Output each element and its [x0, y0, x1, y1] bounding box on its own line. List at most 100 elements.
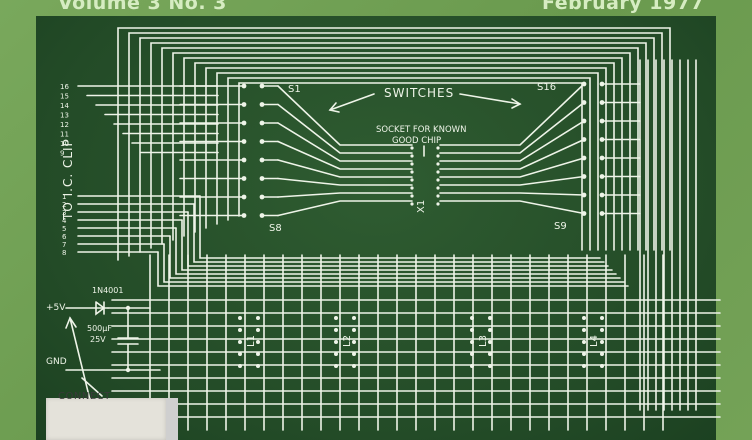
junction-dot: [488, 352, 492, 356]
junction-dot: [470, 352, 474, 356]
junction-dot: [410, 146, 414, 150]
junction-dot: [259, 83, 265, 89]
trace: [439, 120, 585, 162]
trace: [439, 157, 585, 178]
junction-dot: [581, 211, 587, 216]
pin-label-top: 10: [60, 140, 69, 148]
junction-dot: [410, 170, 414, 174]
junction-dot: [259, 176, 265, 181]
trace: [329, 93, 375, 111]
paper-label: [46, 398, 178, 440]
trace: [459, 93, 521, 105]
trace: [277, 177, 413, 186]
trace: [150, 42, 647, 251]
junction-dot: [581, 192, 587, 198]
junction-dot: [125, 305, 131, 311]
junction-dot: [241, 83, 247, 89]
trace: [95, 301, 106, 316]
junction-dot: [581, 174, 587, 179]
trace: [169, 235, 621, 279]
trace: [277, 85, 413, 146]
pin-label-top: 16: [60, 83, 69, 91]
trace: [277, 103, 413, 154]
trace: [181, 219, 613, 271]
junction-dot: [600, 316, 604, 320]
trace: [205, 67, 607, 251]
trace: [194, 62, 615, 251]
trace: [128, 32, 663, 257]
junction-dot: [352, 316, 356, 320]
junction-dot: [410, 162, 414, 166]
junction-dot: [241, 102, 247, 107]
trace: [157, 251, 629, 287]
junction-dot: [470, 316, 474, 320]
trace: [277, 140, 413, 170]
junction-dot: [241, 120, 247, 126]
trace: [511, 98, 522, 109]
junction-dot: [256, 352, 260, 356]
junction-dot: [259, 213, 265, 218]
pin-label-bottom: 7: [62, 241, 66, 249]
pin-label-bottom: 1: [62, 193, 66, 201]
junction-dot: [581, 100, 587, 105]
clip-label: TO I.C. CLIP: [61, 138, 75, 221]
junction-dot: [436, 170, 440, 174]
switch-s1-label: S1: [288, 84, 301, 95]
trace: [238, 82, 583, 251]
trace: [277, 200, 413, 217]
pin-label-bottom: 3: [62, 209, 66, 217]
trace: [163, 243, 625, 283]
junction-dot: [259, 102, 265, 107]
junction-dot: [241, 157, 247, 163]
junction-dot: [238, 352, 242, 356]
junction-dot: [352, 328, 356, 332]
led-l4-label: L4: [589, 335, 600, 347]
junction-dot: [599, 100, 605, 105]
junction-dot: [488, 364, 492, 368]
pin-label-top: 9: [60, 150, 64, 158]
junction-dot: [238, 340, 242, 344]
junction-dot: [352, 340, 356, 344]
switch-s16-label: S16: [537, 82, 556, 93]
trace: [139, 37, 655, 253]
trace: [439, 101, 585, 154]
junction-dot: [334, 364, 338, 368]
trace: [227, 77, 591, 251]
junction-dot: [599, 211, 605, 216]
trace: [69, 317, 91, 401]
junction-dot: [600, 364, 604, 368]
junction-dot: [410, 178, 414, 182]
junction-dot: [241, 139, 247, 144]
junction-dot: [241, 213, 247, 218]
junction-dot: [436, 146, 440, 150]
junction-dot: [581, 137, 587, 142]
pin-label-top: 13: [60, 112, 69, 120]
junction-dot: [599, 174, 605, 179]
junction-dot: [334, 352, 338, 356]
junction-dot: [436, 154, 440, 158]
trace: [175, 227, 617, 275]
junction-dot: [582, 364, 586, 368]
junction-dot: [352, 364, 356, 368]
junction-dot: [256, 340, 260, 344]
pin-label-bottom: 2: [62, 201, 66, 209]
junction-dot: [470, 328, 474, 332]
trace: [199, 195, 601, 259]
pin-label-top: 11: [60, 131, 69, 139]
junction-dot: [600, 328, 604, 332]
junction-dot: [600, 340, 604, 344]
masthead: Volume 3 No. 3 February 1977: [0, 0, 752, 14]
trace: [193, 203, 605, 263]
issue-date: February 1977: [542, 0, 705, 14]
junction-dot: [599, 118, 605, 124]
pin-label-bottom: 4: [62, 217, 67, 225]
junction-dot: [334, 328, 338, 332]
junction-dot: [582, 316, 586, 320]
trace: [439, 192, 585, 196]
junction-dot: [256, 364, 260, 368]
junction-dot: [241, 176, 247, 181]
pin-label-top: 12: [60, 121, 69, 129]
diode-label: 1N4001: [92, 286, 123, 295]
junction-dot: [488, 328, 492, 332]
junction-dot: [582, 352, 586, 356]
